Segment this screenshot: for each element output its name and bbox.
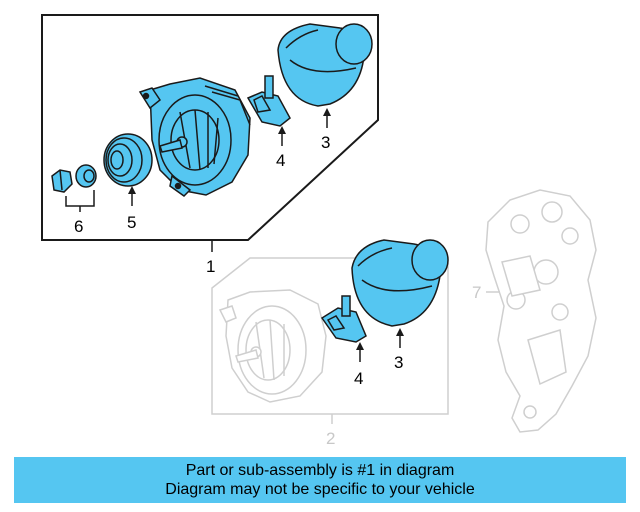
washer-part-6[interactable]: [75, 164, 97, 188]
callout-7: 7: [472, 283, 481, 302]
callout-4-bottom-arrow: [356, 342, 364, 350]
callout-3-top-arrow: [323, 108, 331, 116]
callout-5: 5: [127, 213, 136, 232]
callout-4-top-arrow: [278, 126, 286, 134]
callout-3-top: 3: [321, 133, 330, 152]
callout-2: 2: [326, 429, 335, 448]
callout-4-bottom: 4: [354, 369, 363, 388]
banner-line-1: Part or sub-assembly is #1 in diagram: [185, 462, 455, 479]
callout-4-top: 4: [276, 151, 285, 170]
callout-6-leader: [65, 190, 95, 207]
mounting-bracket-part-7: [485, 189, 597, 433]
cover-part-3-bottom[interactable]: [351, 239, 449, 327]
assembly-1-frame: [41, 14, 379, 241]
callout-3-bottom: 3: [394, 353, 403, 372]
banner-line-2: Diagram may not be specific to your vehi…: [165, 481, 475, 498]
regulator-part-4-bottom[interactable]: [320, 295, 367, 343]
callout-5-arrow: [128, 186, 136, 194]
assembly-2-frame: [211, 257, 449, 415]
callout-6: 6: [74, 217, 83, 236]
pulley-part-5[interactable]: [103, 133, 153, 187]
callout-3-bottom-arrow: [396, 328, 404, 336]
callout-1: 1: [206, 257, 215, 276]
regulator-part-4-top[interactable]: [246, 75, 291, 127]
alternator-outline: [218, 289, 327, 403]
nut-part-6[interactable]: [51, 169, 73, 193]
cover-part-3-top[interactable]: [277, 23, 373, 107]
info-banner: Part or sub-assembly is #1 in diagram Di…: [14, 457, 626, 503]
alternator-body[interactable]: [138, 77, 251, 197]
